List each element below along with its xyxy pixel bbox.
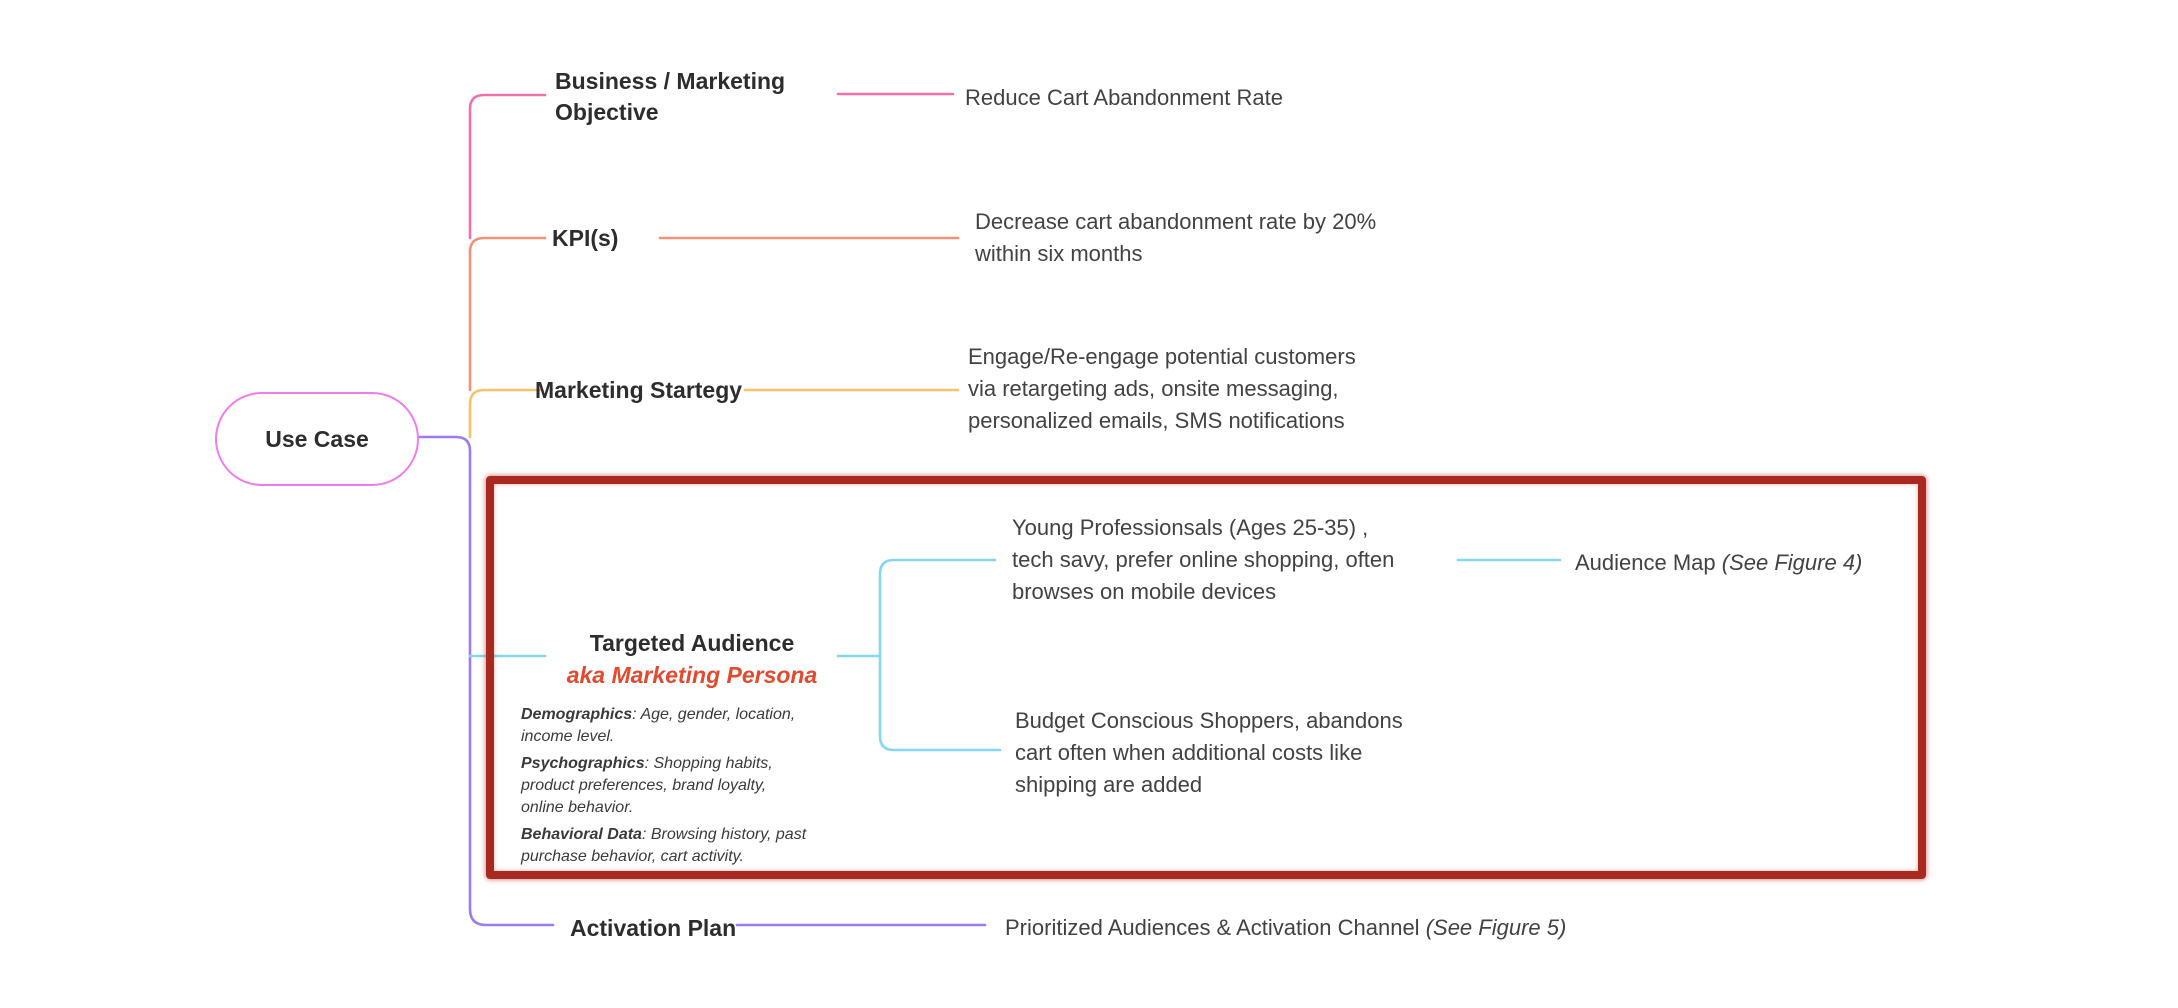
audience-note-demographics: Demographics: Age, gender, location, inc… xyxy=(521,706,796,745)
targeted-audience-highlight-box xyxy=(486,476,1926,879)
strategy-value: Engage/Re-engage potential customers via… xyxy=(968,341,1356,437)
audience-split-line xyxy=(836,558,1002,752)
audience-segment-young-professionals: Young Professionsals (Ages 25-35) , tech… xyxy=(1012,512,1394,608)
strategy-node: Marketing Startegy xyxy=(535,377,743,403)
use-case-root-node: Use Case xyxy=(215,392,419,486)
objective-trunk-line xyxy=(468,93,547,240)
audience-label: Targeted Audience xyxy=(589,630,795,656)
kpi-value: Decrease cart abandonment rate by 20% wi… xyxy=(975,206,1376,270)
use-case-label: Use Case xyxy=(265,425,369,452)
audience-segment-budget-shoppers: Budget Conscious Shoppers, abandons cart… xyxy=(1015,705,1403,801)
strategy-value-line2: via retargeting ads, onsite messaging, xyxy=(968,376,1339,401)
kpi-value-line1: Decrease cart abandonment rate by 20% xyxy=(975,209,1377,234)
audience-map-node: Audience Map (See Figure 4) xyxy=(1575,547,1862,579)
objective-label-line1: Business / Marketing xyxy=(555,68,786,94)
strategy-value-line1: Engage/Re-engage potential customers xyxy=(968,344,1356,369)
audience-note-psychographics: Psychographics: Shopping habits, product… xyxy=(521,755,773,816)
audience-notes: Demographics: Age, gender, location, inc… xyxy=(521,704,806,873)
segment1-line3: browses on mobile devices xyxy=(1012,579,1277,604)
strategy-trunk-line xyxy=(468,388,542,439)
audience-map-text: Audience Map xyxy=(1575,550,1722,575)
kpi-trunk-line xyxy=(468,236,547,392)
activation-value-text: Prioritized Audiences & Activation Chann… xyxy=(1005,915,1426,940)
audience-sublabel: aka Marketing Persona xyxy=(566,662,818,688)
audience-node: Targeted Audience aka Marketing Persona xyxy=(543,628,841,692)
audience-map-figure-ref: (See Figure 4) xyxy=(1721,550,1863,575)
kpi-value-line2: within six months xyxy=(975,241,1143,266)
objective-label-line2: Objective xyxy=(555,99,659,125)
audience-note-behavioral: Behavioral Data: Browsing history, past … xyxy=(521,826,807,865)
segment2-line1: Budget Conscious Shoppers, abandons xyxy=(1015,708,1403,733)
objective-node: Business / Marketing Objective xyxy=(555,66,785,128)
strategy-value-line3: personalized emails, SMS notifications xyxy=(968,408,1345,433)
activation-figure-ref: (See Figure 5) xyxy=(1425,915,1567,940)
activation-trunk-line xyxy=(418,435,555,927)
segment1-line1: Young Professionsals (Ages 25-35) , xyxy=(1012,515,1369,540)
activation-node: Activation Plan xyxy=(570,915,737,941)
activation-value: Prioritized Audiences & Activation Chann… xyxy=(1005,912,1566,944)
segment2-line2: cart often when additional costs like xyxy=(1015,740,1363,765)
objective-value: Reduce Cart Abandonment Rate xyxy=(965,85,1283,110)
segment2-line3: shipping are added xyxy=(1015,772,1203,797)
segment1-line2: tech savy, prefer online shopping, often xyxy=(1012,547,1395,572)
kpi-node: KPI(s) xyxy=(552,225,619,251)
